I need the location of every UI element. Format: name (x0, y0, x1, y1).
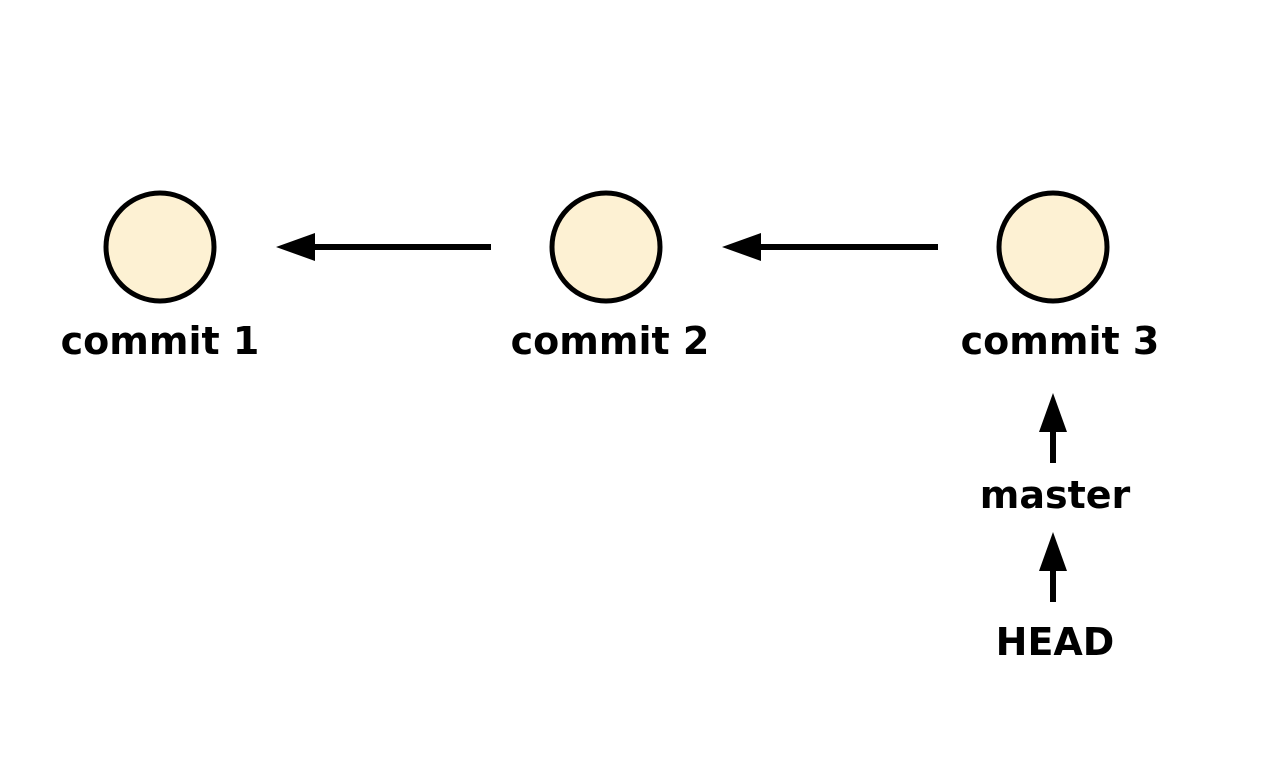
commit-3-label: commit 3 (961, 319, 1160, 363)
commit-1-node (103, 190, 217, 304)
parent-arrow-2-to-1 (276, 233, 491, 261)
branch-arrow-master-to-commit-3 (1039, 393, 1067, 463)
parent-arrow-3-to-2 (722, 233, 938, 261)
commit-2-label: commit 2 (511, 319, 710, 363)
commit-3-node (996, 190, 1110, 304)
commit-1-label: commit 1 (61, 319, 260, 363)
commit-2-node (549, 190, 663, 304)
branch-label-master: master (980, 473, 1131, 517)
head-label: HEAD (996, 620, 1115, 664)
head-arrow-to-master (1039, 532, 1067, 602)
